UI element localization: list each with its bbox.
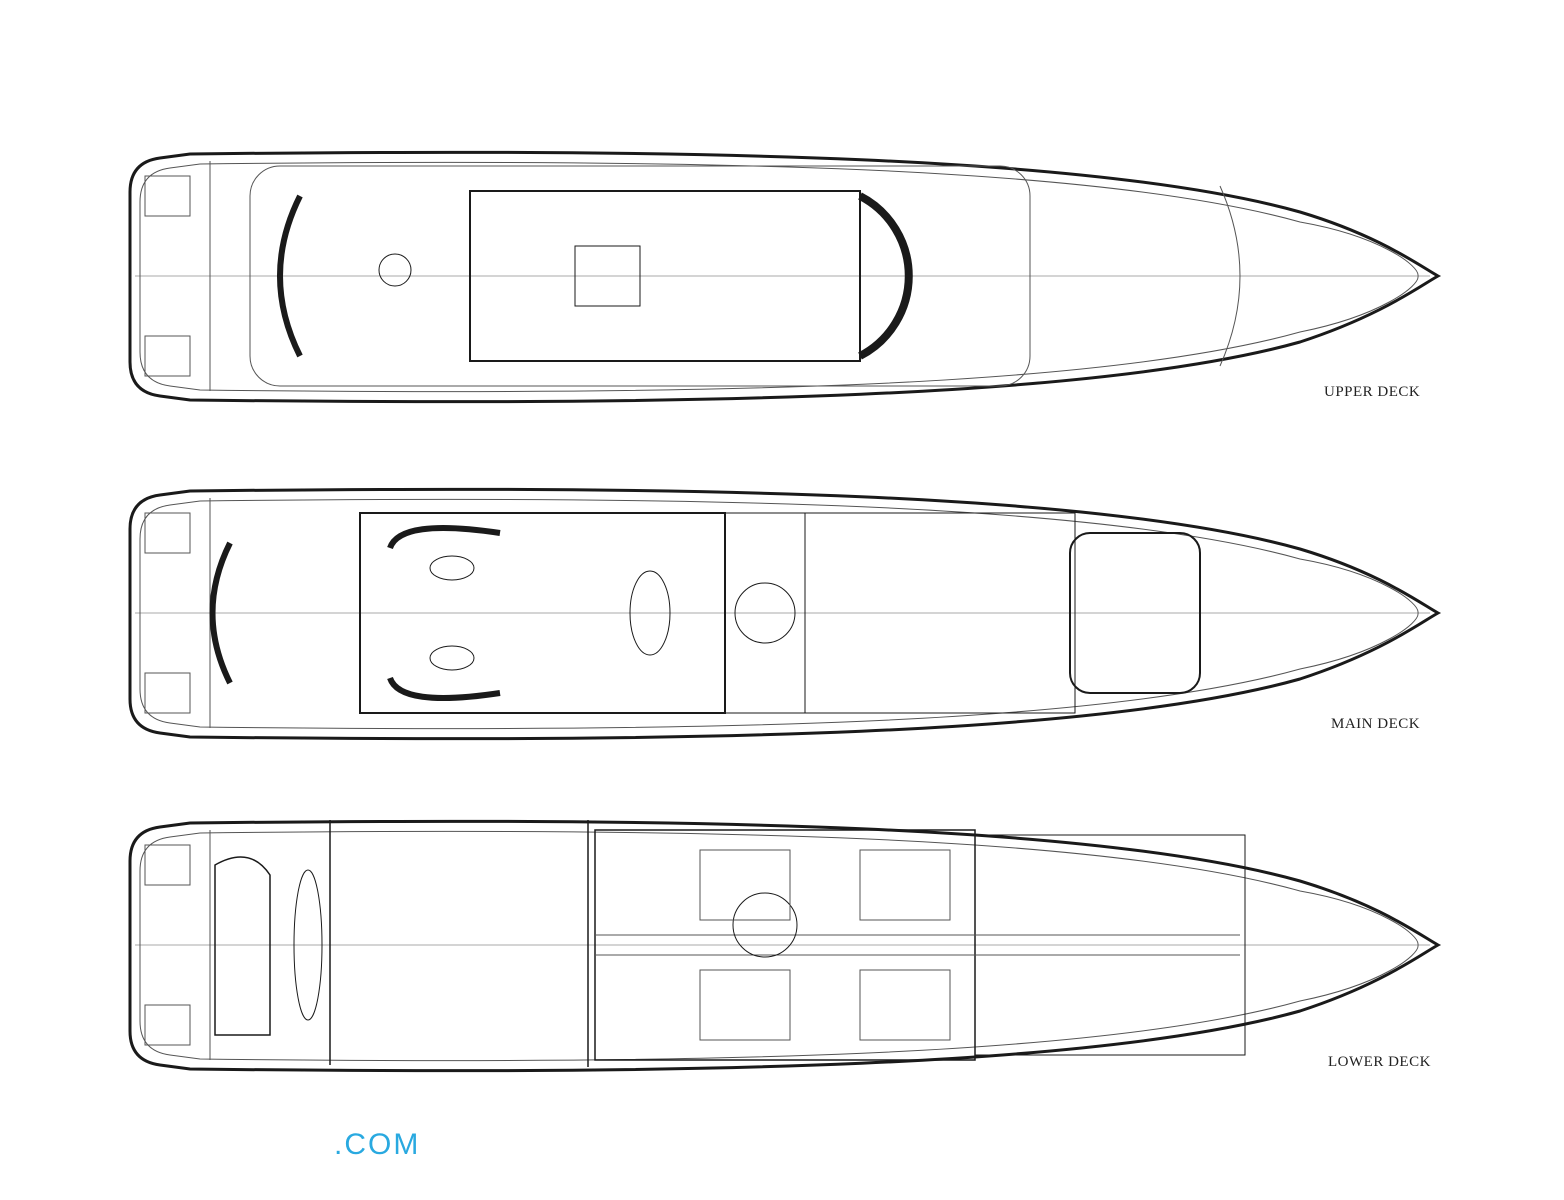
tender [214, 856, 271, 1036]
hull-outline [128, 487, 1442, 741]
hull-inner-line [139, 161, 1419, 393]
sundeck-outline [249, 165, 1031, 387]
sofa [387, 525, 501, 550]
stern-step [144, 512, 191, 554]
spiral-stair [858, 192, 913, 360]
cabin [859, 849, 951, 921]
stern-step [144, 844, 191, 886]
spiral-stair [734, 582, 796, 644]
skylounge [469, 190, 861, 362]
hull-inner-line [139, 830, 1419, 1062]
windscreen [1219, 185, 1241, 367]
upper-deck-label: UPPER DECK [1324, 384, 1421, 400]
sofa [387, 676, 501, 701]
aft-sofa [209, 541, 233, 685]
hull-outline [128, 819, 1442, 1073]
main-deck-label: MAIN DECK [1331, 716, 1421, 732]
cabin [699, 969, 791, 1041]
dining-table [378, 253, 412, 287]
lower-deck-label: LOWER DECK [1328, 1054, 1431, 1070]
coffee-table [429, 645, 475, 671]
jet-ski [293, 869, 323, 1021]
stern-step [144, 1004, 191, 1046]
dining-table [629, 570, 671, 656]
aft-sofa [277, 194, 303, 358]
galley-area [804, 512, 1076, 714]
stern-step [144, 175, 191, 217]
upper-deck-plan [128, 150, 1442, 404]
crew-area [974, 834, 1246, 1056]
hull-inner-line [139, 498, 1419, 730]
stern-step [144, 672, 191, 714]
master-suite [1069, 532, 1201, 694]
spiral-stair [732, 892, 798, 958]
stern-step [144, 335, 191, 377]
cabin [859, 969, 951, 1041]
lower-deck-plan [128, 819, 1442, 1073]
hull-outline [128, 150, 1442, 404]
main-deck-plan [128, 487, 1442, 741]
coffee-table [429, 555, 475, 581]
bar [574, 245, 641, 307]
brand-domain: .COM [334, 1128, 421, 1161]
cabin [699, 849, 791, 921]
